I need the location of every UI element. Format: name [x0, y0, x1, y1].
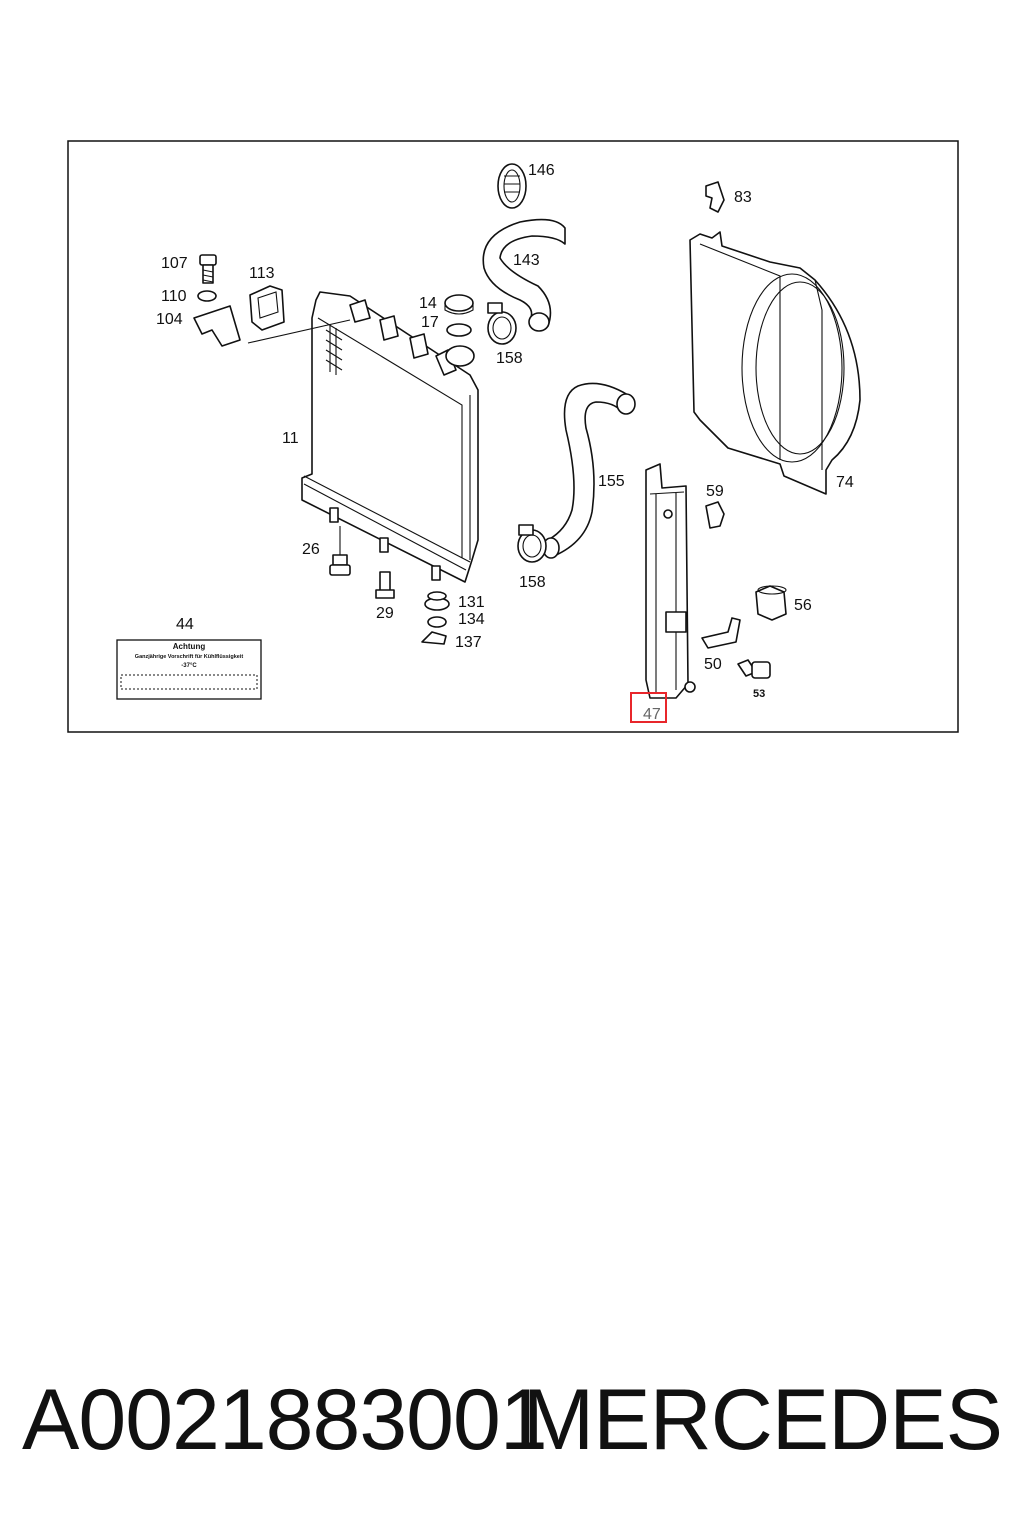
clamp-part-56[interactable]: [755, 585, 787, 621]
ring-part-146[interactable]: [497, 163, 527, 209]
label-44: 44: [176, 616, 194, 633]
warning-barcode: [120, 674, 258, 690]
footer: A0021883001 MERCEDES: [0, 1370, 1024, 1480]
clip-part-59[interactable]: [705, 501, 725, 529]
fan-shroud-part-74[interactable]: [689, 231, 861, 495]
label-107: 107: [161, 255, 188, 272]
seal-part-17[interactable]: [446, 323, 472, 337]
label-59: 59: [706, 483, 724, 500]
label-143: 143: [513, 252, 540, 269]
label-134: 134: [458, 611, 485, 628]
bolt-part-107[interactable]: [199, 254, 217, 284]
warning-label-part-44[interactable]: Achtung Ganzjährige Vorschrift für Kühlf…: [116, 639, 262, 700]
label-158-top: 158: [496, 350, 523, 367]
label-14: 14: [419, 295, 437, 312]
stud-part-29[interactable]: [375, 571, 395, 599]
label-155: 155: [598, 473, 625, 490]
label-56: 56: [794, 597, 812, 614]
part-number: A0021883001: [22, 1372, 548, 1468]
label-47: 47: [643, 706, 661, 723]
warning-title: Achtung: [173, 642, 206, 651]
bracket-part-104[interactable]: [193, 305, 241, 347]
cap-part-14[interactable]: [444, 294, 474, 315]
label-131: 131: [458, 594, 485, 611]
brand-name: MERCEDES: [522, 1372, 1003, 1468]
label-50: 50: [704, 656, 722, 673]
label-83: 83: [734, 189, 752, 206]
radiator-part-11[interactable]: [301, 291, 479, 583]
oil-cooler-part-47[interactable]: [645, 463, 696, 699]
bolt-part-53[interactable]: [737, 659, 771, 679]
label-53: 53: [753, 688, 765, 700]
label-146: 146: [528, 162, 555, 179]
clamp-part-158-lower[interactable]: [517, 524, 547, 563]
warning-line-2: -37°C: [181, 663, 197, 669]
label-137: 137: [455, 634, 482, 651]
clip-part-83[interactable]: [705, 181, 725, 213]
label-104: 104: [156, 311, 183, 328]
washer-part-134[interactable]: [427, 616, 447, 628]
label-26: 26: [302, 541, 320, 558]
highlight-box-47: [630, 692, 667, 723]
grommet-part-131[interactable]: [424, 591, 450, 611]
label-29: 29: [376, 605, 394, 622]
label-110: 110: [161, 288, 187, 305]
bracket-part-50[interactable]: [701, 617, 741, 649]
mount-part-113[interactable]: [249, 285, 285, 331]
leader-line: [247, 319, 351, 344]
warning-line-1: Ganzjährige Vorschrift für Kühlflüssigke…: [135, 654, 244, 660]
clamp-part-158-top[interactable]: [487, 302, 517, 345]
label-11: 11: [282, 430, 299, 447]
label-17: 17: [421, 314, 439, 331]
drain-plug-part-26[interactable]: [329, 526, 351, 576]
label-74: 74: [836, 474, 854, 491]
washer-part-110[interactable]: [197, 290, 217, 302]
label-158-lower: 158: [519, 574, 546, 591]
parts-diagram: Achtung Ganzjährige Vorschrift für Kühlf…: [67, 140, 959, 733]
bracket-part-137[interactable]: [421, 631, 447, 645]
label-113: 113: [249, 265, 275, 282]
